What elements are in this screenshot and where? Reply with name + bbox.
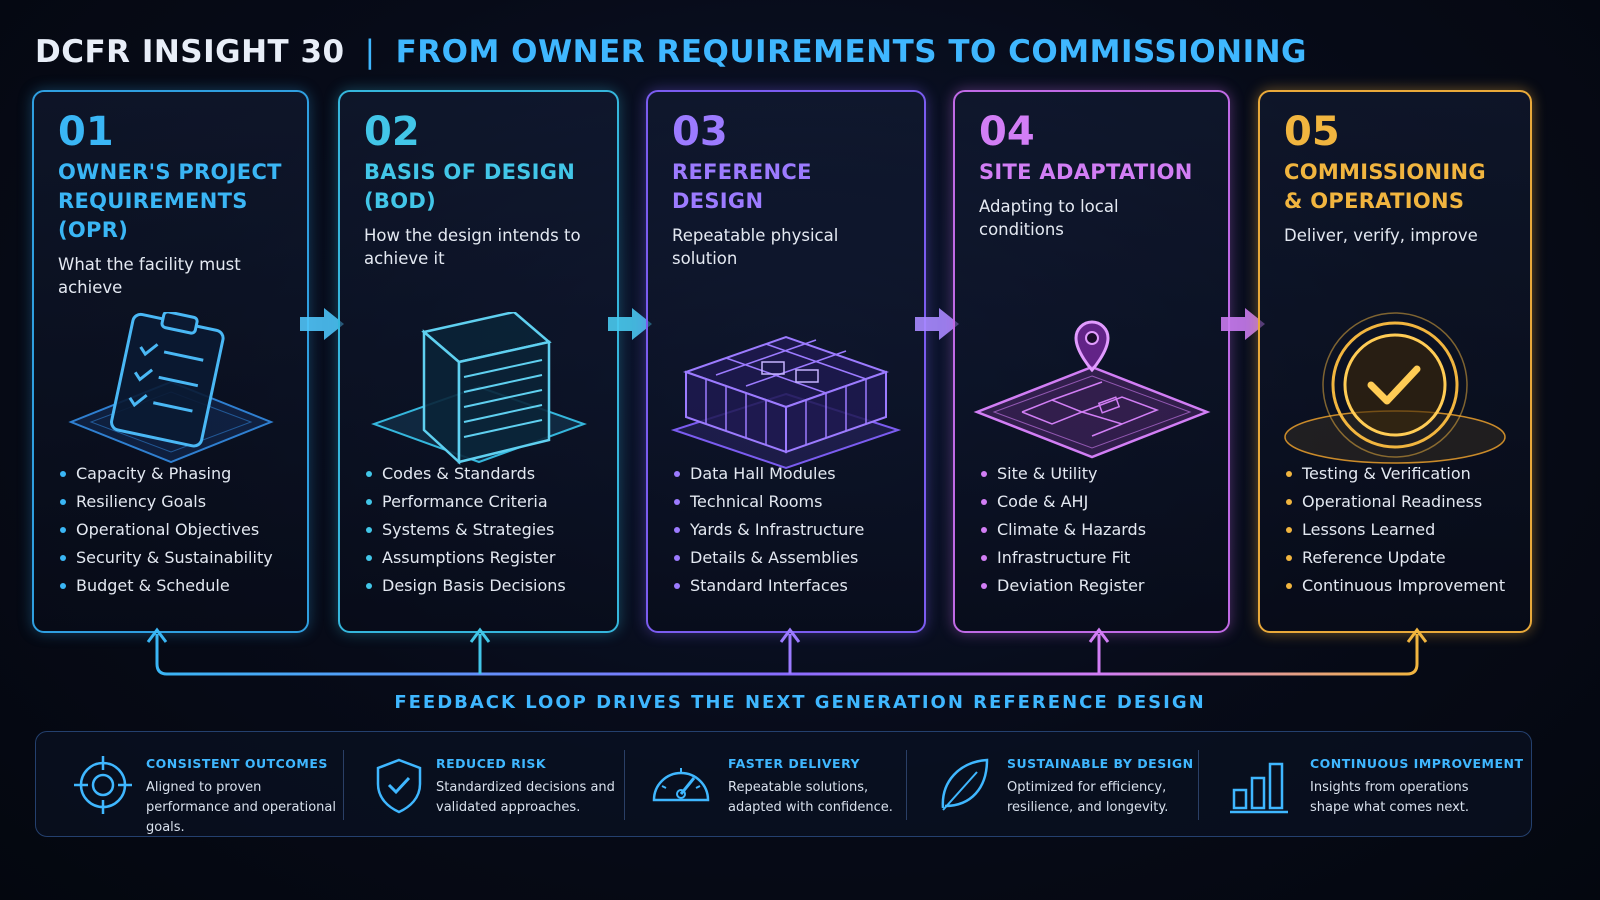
list-item: Testing & Verification	[1284, 460, 1520, 488]
list-item: Site & Utility	[979, 460, 1218, 488]
benefit-title: REDUCED RISK	[436, 756, 547, 771]
list-item: Yards & Infrastructure	[672, 516, 914, 544]
step-title: BASIS OF DESIGN (BOD)	[364, 160, 576, 213]
benefit-title: FASTER DELIVERY	[728, 756, 861, 771]
step-title: OWNER'S PROJECT REQUIREMENTS (OPR)	[58, 160, 282, 242]
benefit-description: Standardized decisions and validated app…	[436, 780, 615, 815]
list-item: Reference Update	[1284, 544, 1520, 572]
site-map-pin-icon	[955, 262, 1228, 532]
benefit-consistent-outcomes: CONSISTENT OUTCOMES Aligned to proven pe…	[70, 732, 350, 838]
benefit-title: CONTINUOUS IMPROVEMENT	[1310, 756, 1524, 771]
step-title: REFERENCE DESIGN	[672, 160, 812, 213]
step-description: Adapting to local conditions	[979, 197, 1119, 239]
step-number: 03	[672, 109, 728, 155]
step-items: Codes & Standards Performance Criteria S…	[364, 460, 607, 600]
step-number: 02	[364, 109, 420, 155]
step-number: 01	[58, 109, 114, 155]
target-icon	[74, 756, 132, 814]
step-description: What the facility must achieve	[58, 255, 241, 297]
step-items: Testing & Verification Operational Readi…	[1284, 460, 1520, 600]
flow-arrow-icon	[1221, 308, 1265, 340]
step-items: Capacity & Phasing Resiliency Goals Oper…	[58, 460, 297, 600]
step-description: Deliver, verify, improve	[1284, 226, 1478, 245]
list-item: Security & Sustainability	[58, 544, 297, 572]
step-number: 04	[979, 109, 1035, 155]
step-number: 05	[1284, 109, 1340, 155]
benefit-faster-delivery: FASTER DELIVERY Repeatable solutions, ad…	[648, 732, 908, 838]
divider	[624, 750, 625, 820]
list-item: Design Basis Decisions	[364, 572, 607, 600]
divider	[343, 750, 344, 820]
list-item: Resiliency Goals	[58, 488, 297, 516]
list-item: Standard Interfaces	[672, 572, 914, 600]
benefit-title: SUSTAINABLE BY DESIGN	[1007, 756, 1194, 771]
list-item: Operational Objectives	[58, 516, 297, 544]
list-item: Operational Readiness	[1284, 488, 1520, 516]
checkmark-circle-icon	[1260, 262, 1530, 532]
list-item: Infrastructure Fit	[979, 544, 1218, 572]
step-card-commissioning: 05 COMMISSIONING & OPERATIONS Deliver, v…	[1258, 90, 1532, 633]
benefits-bar: CONSISTENT OUTCOMES Aligned to proven pe…	[35, 731, 1532, 837]
step-card-opr: 01 OWNER'S PROJECT REQUIREMENTS (OPR) Wh…	[32, 90, 309, 633]
data-hall-model-icon	[648, 262, 924, 532]
feedback-loop-caption: FEEDBACK LOOP DRIVES THE NEXT GENERATION…	[394, 692, 1206, 713]
flow-arrow-icon	[915, 308, 959, 340]
page-subtitle: FROM OWNER REQUIREMENTS TO COMMISSIONING	[395, 34, 1307, 70]
list-item: Budget & Schedule	[58, 572, 297, 600]
list-item: Assumptions Register	[364, 544, 607, 572]
step-title: SITE ADAPTATION	[979, 160, 1193, 184]
speedometer-icon	[652, 768, 710, 802]
shield-check-icon	[376, 758, 422, 814]
benefit-title: CONSISTENT OUTCOMES	[146, 756, 328, 771]
brand-title: DCFR INSIGHT 30	[35, 34, 345, 70]
list-item: Continuous Improvement	[1284, 572, 1520, 600]
divider	[906, 750, 907, 820]
list-item: Details & Assemblies	[672, 544, 914, 572]
step-description: Repeatable physical solution	[672, 226, 839, 268]
list-item: Performance Criteria	[364, 488, 607, 516]
step-description: How the design intends to achieve it	[364, 226, 581, 268]
step-items: Site & Utility Code & AHJ Climate & Haza…	[979, 460, 1218, 600]
step-title: COMMISSIONING & OPERATIONS	[1284, 160, 1486, 213]
divider	[1198, 750, 1199, 820]
list-item: Systems & Strategies	[364, 516, 607, 544]
flow-arrow-icon	[300, 308, 344, 340]
list-item: Technical Rooms	[672, 488, 914, 516]
list-item: Data Hall Modules	[672, 460, 914, 488]
document-stack-icon	[340, 262, 617, 532]
benefit-description: Aligned to proven performance and operat…	[146, 780, 336, 835]
benefit-description: Insights from operations shape what come…	[1310, 780, 1470, 815]
benefit-continuous-improvement: CONTINUOUS IMPROVEMENT Insights from ope…	[1226, 732, 1523, 838]
clipboard-checklist-icon	[34, 262, 307, 532]
page-header: DCFR INSIGHT 30 | FROM OWNER REQUIREMENT…	[35, 30, 1307, 74]
step-card-bod: 02 BASIS OF DESIGN (BOD) How the design …	[338, 90, 619, 633]
feedback-loop-arrows	[146, 627, 1428, 676]
flow-arrow-icon	[608, 308, 652, 340]
benefit-reduced-risk: REDUCED RISK Standardized decisions and …	[366, 732, 626, 838]
leaf-icon	[941, 758, 989, 811]
step-card-site-adaptation: 04 SITE ADAPTATION Adapting to local con…	[953, 90, 1230, 633]
bar-chart-icon	[1230, 762, 1288, 814]
header-separator: |	[364, 34, 376, 70]
step-card-reference-design: 03 REFERENCE DESIGN Repeatable physical …	[646, 90, 926, 633]
list-item: Code & AHJ	[979, 488, 1218, 516]
list-item: Lessons Learned	[1284, 516, 1520, 544]
benefit-description: Optimized for efficiency, resilience, an…	[1007, 780, 1169, 815]
step-items: Data Hall Modules Technical Rooms Yards …	[672, 460, 914, 600]
list-item: Capacity & Phasing	[58, 460, 297, 488]
benefit-sustainable-by-design: SUSTAINABLE BY DESIGN Optimized for effi…	[931, 732, 1211, 838]
list-item: Climate & Hazards	[979, 516, 1218, 544]
benefit-description: Repeatable solutions, adapted with confi…	[728, 780, 893, 815]
list-item: Deviation Register	[979, 572, 1218, 600]
list-item: Codes & Standards	[364, 460, 607, 488]
